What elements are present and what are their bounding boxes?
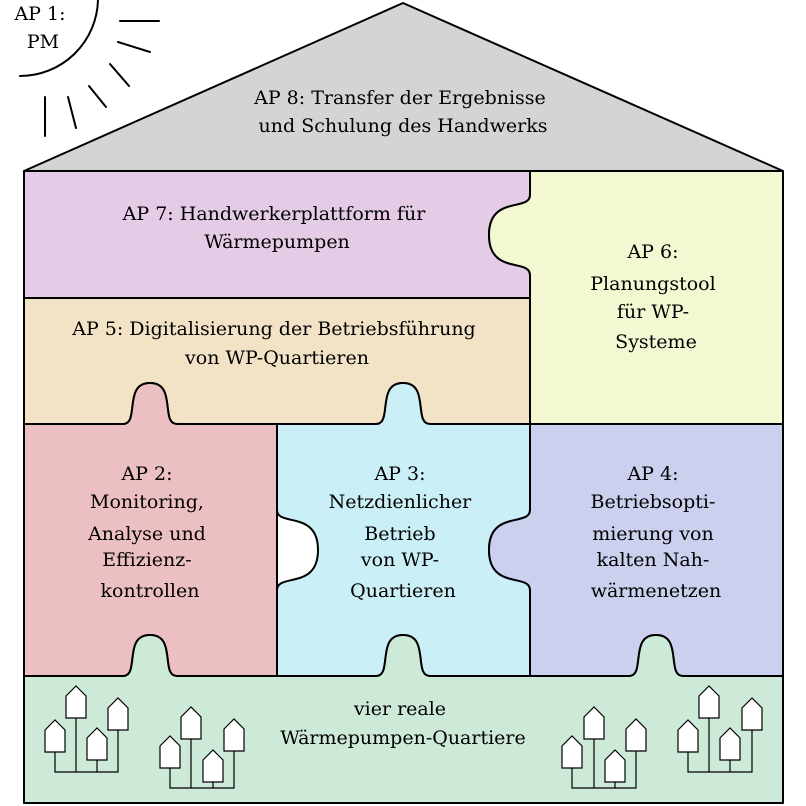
ap6-label-line: AP 6: bbox=[626, 241, 678, 263]
ap7-label: AP 7: Handwerkerplattform für Wärmepumpe… bbox=[122, 203, 432, 253]
ap2-label-line: Effizienz- bbox=[102, 549, 191, 571]
foundation-label: vier reale Wärmepumpen-Quartiere bbox=[280, 698, 526, 749]
house-cluster-icon bbox=[677, 685, 763, 773]
ap3-label-line: Netzdienlicher bbox=[329, 491, 473, 513]
ap6-label: AP 6: Planungstool für WP- Systeme bbox=[590, 241, 721, 353]
ap5-label-line: von WP-Quartieren bbox=[184, 347, 369, 369]
house-cluster-icon bbox=[44, 685, 129, 773]
puzzle-piece-ap6 bbox=[488, 170, 784, 425]
ap1-label-line: AP 1: bbox=[13, 3, 65, 25]
ap1-label: AP 1: PM bbox=[13, 3, 71, 53]
ap4-label-line: kalten Nah- bbox=[597, 549, 710, 571]
ap7-label-line: Wärmepumpen bbox=[204, 231, 350, 253]
foundation-label-line: Wärmepumpen-Quartiere bbox=[280, 727, 526, 749]
ap3-label-line: von WP- bbox=[360, 549, 439, 571]
house-cluster-icon bbox=[159, 706, 245, 789]
ap6-label-line: für WP- bbox=[617, 301, 689, 323]
ap6-label-line: Systeme bbox=[615, 331, 697, 353]
ap8-label-line: und Schulung des Handwerks bbox=[259, 115, 548, 137]
ap4-label-line: wärmenetzen bbox=[591, 580, 722, 602]
ap4-label-line: Betriebsopti- bbox=[591, 491, 716, 513]
ap7-label-line: AP 7: Handwerkerplattform für bbox=[122, 203, 427, 225]
ap8-label: AP 8: Transfer der Ergebnisse und Schulu… bbox=[253, 87, 552, 137]
ap5-label-line: AP 5: Digitalisierung der Betriebsführun… bbox=[71, 318, 475, 340]
ap3-label-line: AP 3: bbox=[373, 463, 425, 485]
ap2-label: AP 2: Monitoring, Analyse und Effizienz-… bbox=[87, 463, 212, 602]
ap1-label-line: PM bbox=[27, 31, 59, 53]
ap4-label-line: AP 4: bbox=[626, 463, 678, 485]
ap3-label: AP 3: Netzdienlicher Betrieb von WP- Qua… bbox=[329, 463, 478, 602]
ap4-label: AP 4: Betriebsopti- mierung von kalten N… bbox=[591, 463, 722, 602]
house-cluster-icon bbox=[561, 706, 647, 789]
ap6-label-line: Planungstool bbox=[590, 273, 715, 295]
foundation-label-line: vier reale bbox=[353, 698, 446, 720]
ap2-label-line: Analyse und bbox=[87, 523, 206, 545]
ap4-label-line: mierung von bbox=[592, 523, 714, 545]
ap2-label-line: AP 2: bbox=[120, 463, 172, 485]
ap2-label-line: Monitoring, bbox=[90, 491, 204, 513]
sun-icon bbox=[19, 0, 160, 137]
ap2-label-line: kontrollen bbox=[101, 580, 200, 602]
ap5-label: AP 5: Digitalisierung der Betriebsführun… bbox=[71, 318, 482, 369]
ap8-label-line: AP 8: Transfer der Ergebnisse bbox=[253, 87, 546, 109]
ap3-label-line: Betrieb bbox=[364, 523, 435, 545]
ap3-label-line: Quartieren bbox=[350, 580, 456, 602]
